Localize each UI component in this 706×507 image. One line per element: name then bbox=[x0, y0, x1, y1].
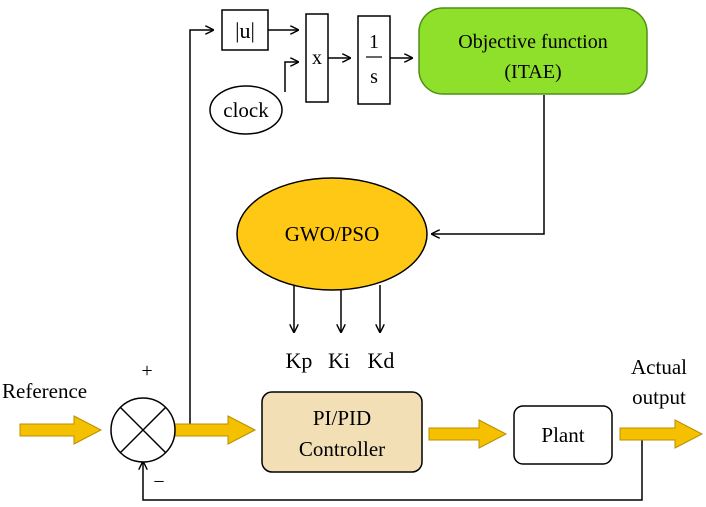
clock-label: clock bbox=[223, 98, 269, 122]
control-signal-arrow bbox=[428, 419, 508, 449]
plus-sign: + bbox=[141, 360, 152, 382]
clock-to-multiply-arrow bbox=[284, 62, 298, 92]
clock-block: clock bbox=[209, 85, 283, 135]
integrator-block: 1 s bbox=[357, 15, 391, 105]
multiply-block: x bbox=[305, 13, 329, 103]
controller-line1: PI/PID bbox=[313, 406, 371, 430]
output-feedback-line bbox=[143, 440, 643, 501]
actual-output-line1: Actual bbox=[631, 355, 687, 379]
objective-title: Objective function bbox=[458, 31, 607, 53]
multiply-label: x bbox=[312, 47, 322, 69]
optimizer-block: GWO/PSO bbox=[236, 177, 428, 291]
integrator-denominator: s bbox=[370, 66, 378, 88]
plant-block: Plant bbox=[513, 405, 613, 465]
plant-label: Plant bbox=[541, 423, 584, 447]
optimizer-label: GWO/PSO bbox=[285, 222, 380, 246]
integrator-numerator: 1 bbox=[369, 31, 379, 53]
error-signal-arrow bbox=[171, 415, 257, 445]
output-signal-arrow bbox=[619, 419, 704, 449]
controller-line2: Controller bbox=[299, 437, 385, 461]
objective-function-block: Objective function (ITAE) bbox=[418, 7, 648, 95]
abs-block: |u| bbox=[221, 9, 269, 51]
objective-to-optimizer-arrow bbox=[432, 95, 545, 234]
reference-signal-arrow bbox=[19, 415, 103, 445]
kp-label: Kp bbox=[286, 348, 313, 373]
kd-label: Kd bbox=[368, 348, 395, 373]
minus-sign: − bbox=[153, 471, 164, 493]
summing-junction bbox=[110, 397, 176, 463]
reference-label: Reference bbox=[2, 379, 87, 403]
controller-input-tap-line bbox=[189, 30, 213, 430]
pid-controller-block: PI/PID Controller bbox=[261, 391, 423, 473]
abs-label: |u| bbox=[235, 18, 255, 43]
actual-output-line2: output bbox=[632, 385, 686, 409]
objective-subtitle: (ITAE) bbox=[504, 61, 561, 83]
ki-label: Ki bbox=[328, 348, 350, 373]
